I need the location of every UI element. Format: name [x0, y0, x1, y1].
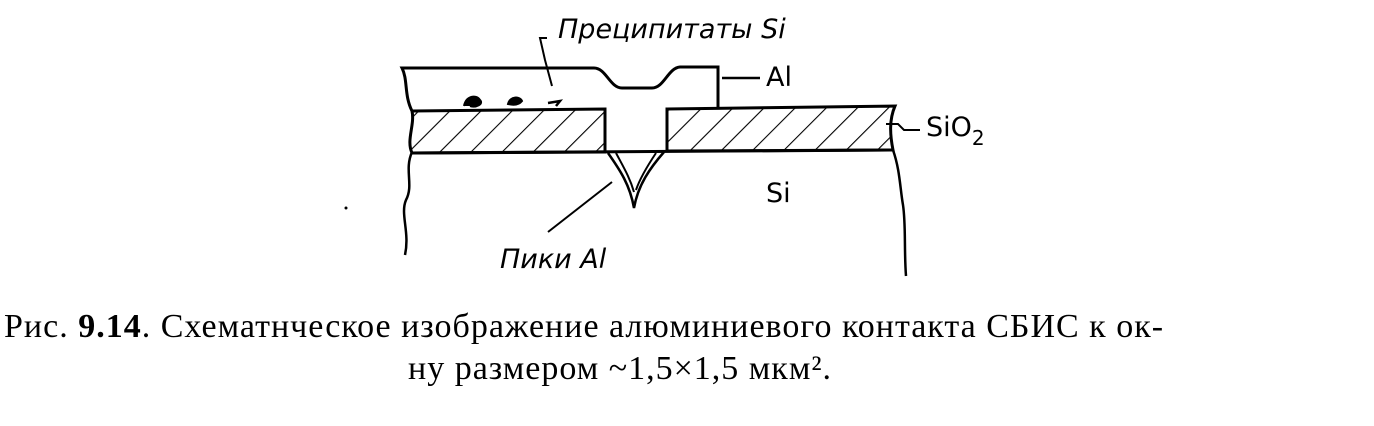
label-spikes: Пики Al — [500, 244, 607, 275]
aluminum-spikes — [606, 151, 665, 209]
aluminum-film — [399, 65, 720, 112]
oxide-layer-left — [408, 107, 607, 155]
caption-number: 9.14 — [78, 308, 142, 345]
substrate-left-edge — [402, 151, 414, 256]
aluminum-spikes-inner — [615, 152, 657, 193]
caption-prefix: Рис. — [4, 308, 69, 345]
caption-line-1: Рис. 9.14. Схематнческое изображение алю… — [4, 306, 1164, 348]
precipitate-3 — [547, 99, 564, 107]
leader-precipitates — [538, 37, 553, 87]
label-substrate: Si — [766, 178, 791, 209]
contact-window-walls — [603, 109, 669, 152]
substrate-right-edge — [891, 149, 908, 277]
label-precipitates: Преципитаты Si — [558, 14, 786, 45]
stray-dot — [344, 206, 348, 210]
leader-oxide — [886, 123, 920, 131]
contact-cross-section-diagram: Преципитаты Si Al SiO2 Si Пики Al — [344, 14, 985, 277]
precipitate-2 — [506, 96, 524, 106]
caption-text-line-2: ну размером ~1,5×1,5 мкм². — [408, 350, 833, 387]
oxide-layer-right — [665, 104, 898, 153]
label-oxide: SiO2 — [926, 112, 985, 150]
label-aluminum: Al — [766, 62, 792, 93]
caption-text-line-1: . Схематнческое изображение алюминиевого… — [141, 308, 1165, 345]
precipitate-1 — [463, 95, 482, 108]
leader-spikes — [547, 181, 613, 233]
